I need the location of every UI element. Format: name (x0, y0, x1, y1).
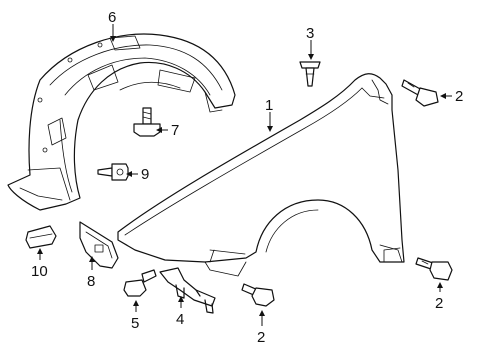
leader-lines (37, 24, 452, 326)
bracket-plate (79, 221, 119, 269)
callout-bracket-plate: 8 (87, 273, 95, 290)
bolt-small (123, 269, 157, 297)
callout-bolt-lower-right: 2 (435, 295, 443, 312)
callout-push-pin: 3 (306, 25, 314, 42)
callout-bolt-small: 5 (131, 315, 139, 332)
callout-clip: 10 (31, 263, 48, 280)
callout-bolt-lower-mid: 2 (257, 329, 265, 346)
bolt-lower-mid (241, 283, 275, 307)
push-pin (299, 61, 321, 87)
callout-labels: 6 3 1 2 7 9 10 8 5 4 2 2 (31, 9, 463, 346)
callout-fender: 1 (265, 97, 273, 114)
clip (25, 225, 57, 249)
bracket (159, 267, 216, 314)
fender-liner (7, 33, 236, 211)
callout-bracket: 4 (176, 311, 184, 328)
tapping-screw (97, 163, 129, 181)
callout-fender-liner: 6 (108, 9, 116, 26)
callout-liner-screw: 7 (171, 122, 179, 139)
fender (117, 73, 405, 277)
bolt-lower-right (415, 257, 453, 281)
callout-tapping-screw: 9 (141, 166, 149, 183)
liner-screw (133, 107, 161, 137)
callout-bolt-upper: 2 (455, 88, 463, 105)
bolt-upper (401, 79, 439, 107)
